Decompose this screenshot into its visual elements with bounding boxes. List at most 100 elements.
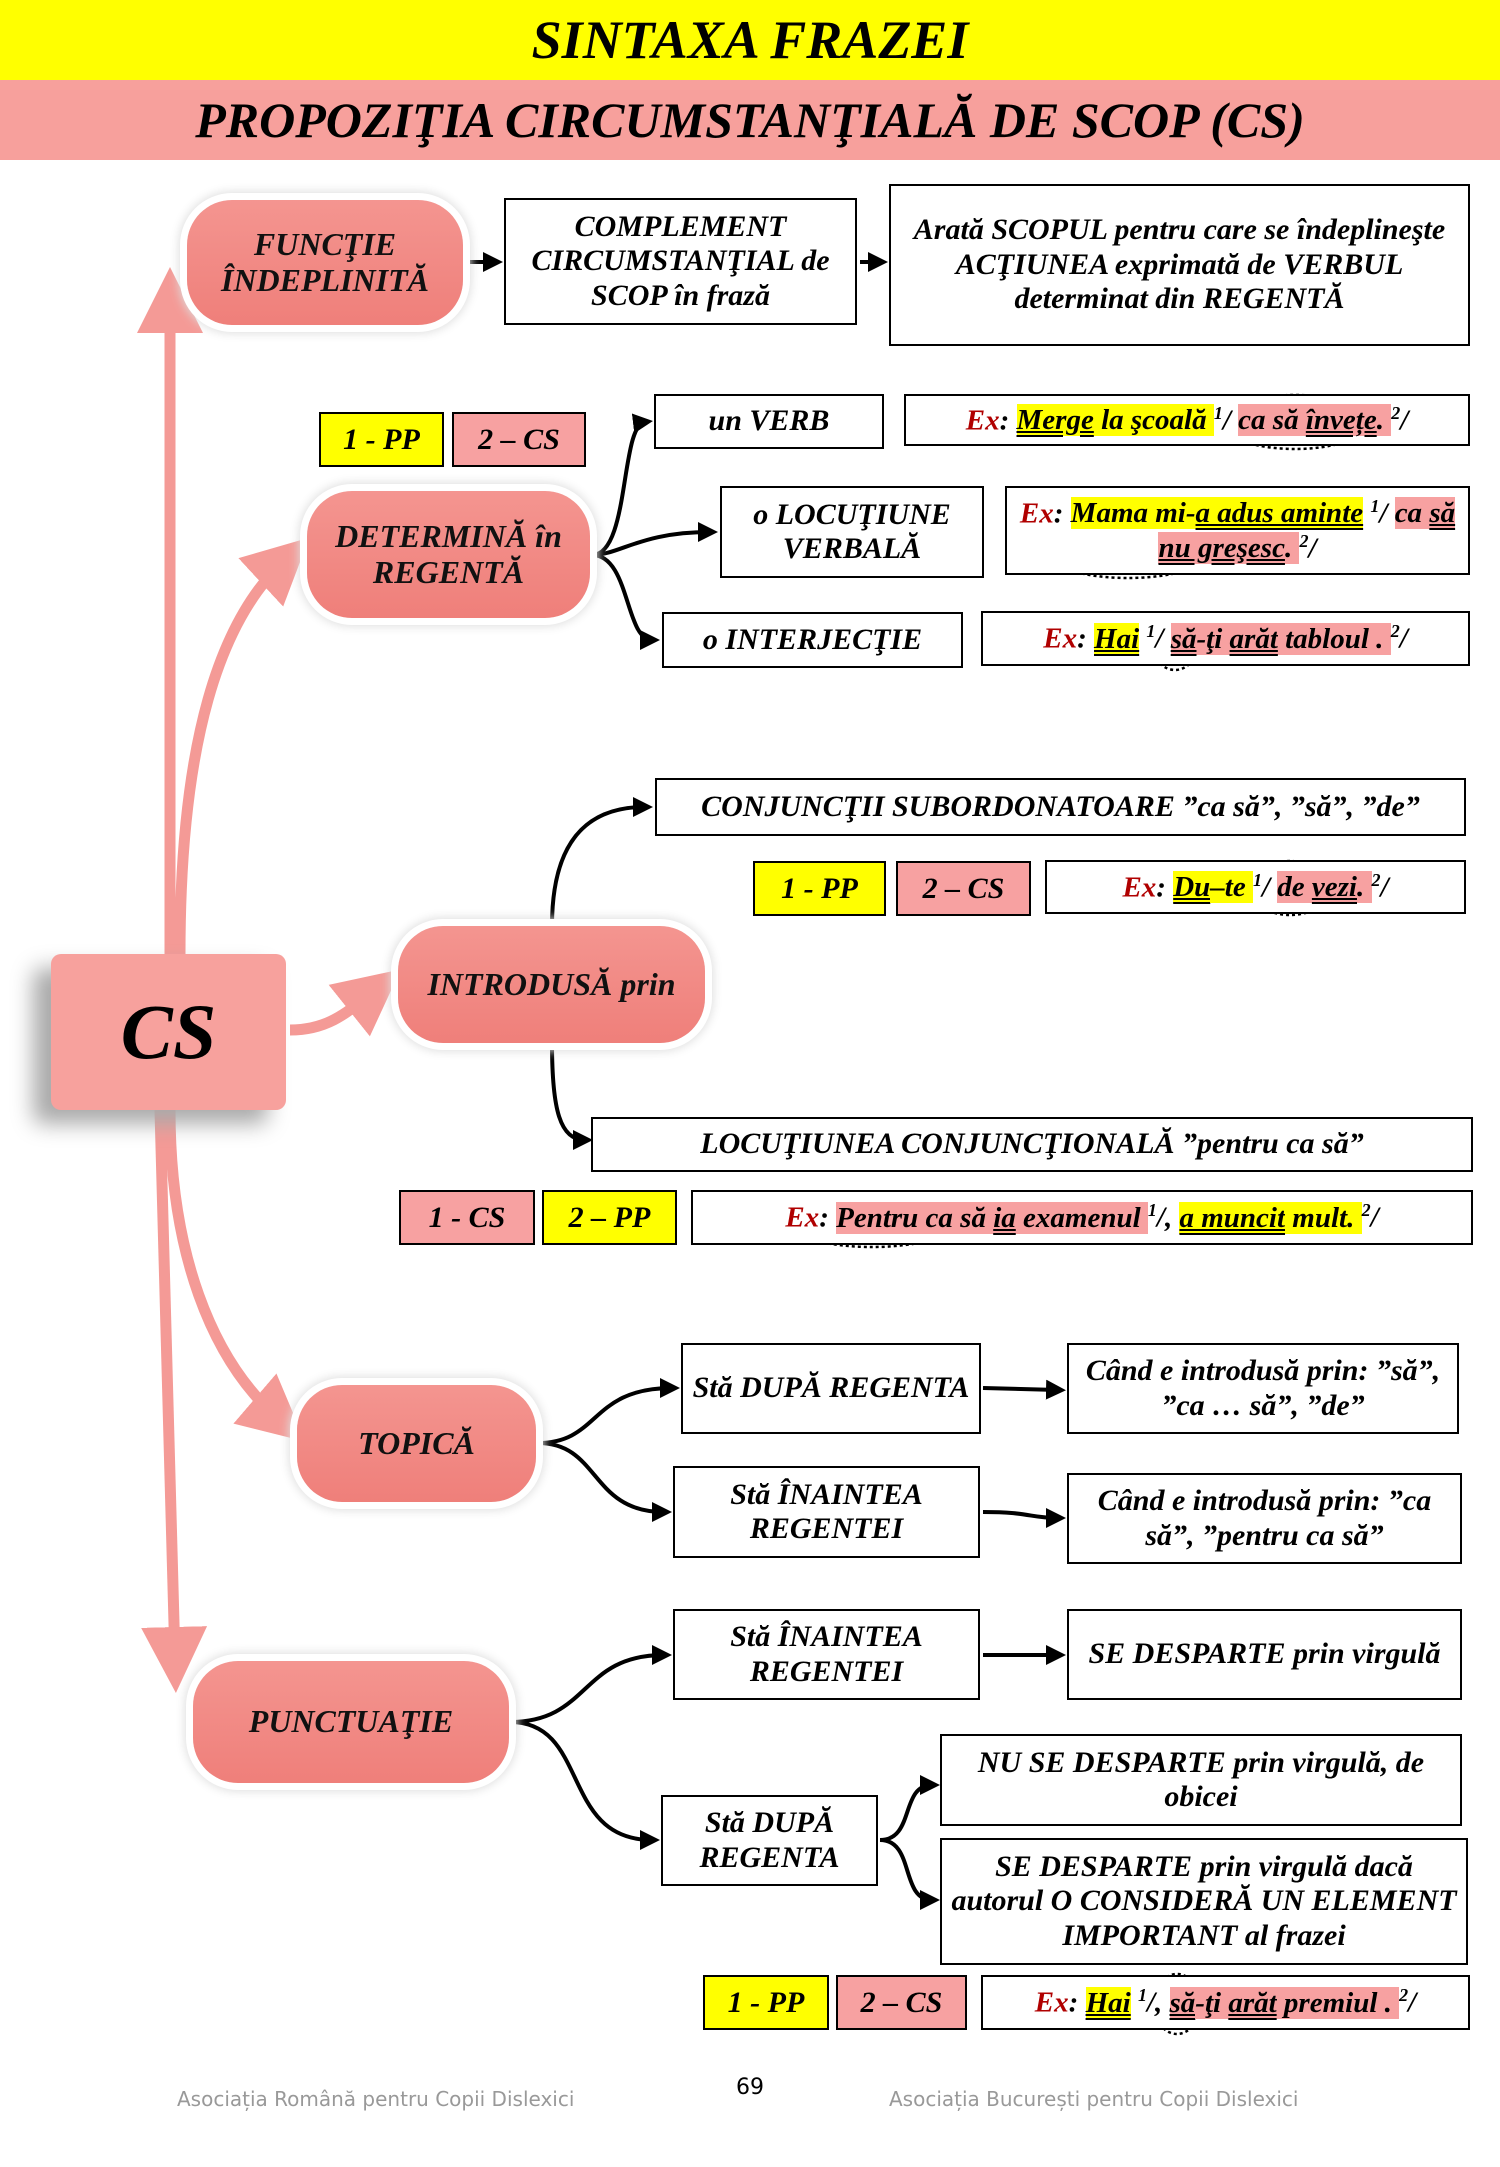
arrow-loc <box>550 1042 593 1150</box>
punct-after-note-2: SE DESPARTE prin virgulă dacă autorul O … <box>940 1838 1468 1965</box>
example-verb: Ex: Merge la şcoală 1/ ca să învețe. 2/ <box>904 394 1470 446</box>
example-segment: să <box>1169 1986 1196 2019</box>
example-segment: . <box>1357 871 1372 904</box>
tag-pp: 1 - PP <box>703 1975 829 2030</box>
example-segment: 1 <box>1252 869 1262 890</box>
example-segment: / <box>1222 404 1239 437</box>
title-bar: SINTAXA FRAZEI <box>0 0 1500 80</box>
subtitle-bar: PROPOZIŢIA CIRCUMSTANŢIALĂ DE SCOP (CS) <box>0 80 1500 160</box>
example-segment: / <box>1399 622 1408 655</box>
determina-node: DETERMINĂ în REGENTĂ <box>307 491 590 618</box>
example-segment: arăt <box>1229 622 1278 655</box>
example-segment: -ţi <box>1196 622 1230 655</box>
arrow-punct-after <box>509 1720 660 1850</box>
example-segment: 1 <box>1146 621 1156 641</box>
arrow-punct-before <box>509 1645 672 1724</box>
example-segment: la şcoală <box>1093 404 1214 437</box>
arrow-interjectie <box>591 553 660 650</box>
arrow-verb <box>591 413 653 557</box>
functie-node: FUNCŢIE ÎNDEPLINITĂ <box>187 200 463 325</box>
example-segment: 2 <box>1361 1200 1371 1220</box>
arrow-nu-sep <box>879 1775 940 1842</box>
example-segment: 1 <box>1213 402 1223 423</box>
arrow-when1 <box>982 1379 1066 1400</box>
example-segment: /, <box>1156 1201 1180 1234</box>
example-segment: / <box>1370 1201 1379 1234</box>
example-segment: / <box>1155 622 1171 655</box>
example-segment: ca să <box>1238 404 1306 437</box>
topica-after-box: Stă DUPĂ REGENTA <box>681 1343 981 1434</box>
example-segment: : <box>1156 871 1174 904</box>
example-segment: / <box>1400 404 1409 437</box>
example-label: Ex <box>1019 497 1054 530</box>
example-segment: / <box>1379 497 1395 530</box>
example-segment: tabloul . <box>1277 622 1391 655</box>
footer-right: Asociația București pentru Copii Dislexi… <box>889 2087 1299 2111</box>
example-locutiune-conj: Ex: Pentru ca să ia examenul 1/, a munci… <box>691 1190 1473 1245</box>
punct-after-box: Stă DUPĂ REGENTA <box>661 1795 878 1886</box>
arrow-to-topica <box>164 1109 306 1442</box>
arrow-topica-after <box>537 1378 680 1445</box>
topica-node: TOPICĂ <box>297 1385 536 1502</box>
example-segment: 1 <box>1137 1985 1147 2005</box>
punctuatie-node: PUNCTUAŢIE <box>193 1661 509 1783</box>
tag-pp: 1 - PP <box>753 861 886 916</box>
conjunctii-box: CONJUNCŢII SUBORDONATOARE ”ca să”, ”să”,… <box>655 778 1466 836</box>
topica-before-note: Când e introdusă prin: ”ca să”, ”pentru … <box>1067 1473 1462 1564</box>
example-segment: ia <box>993 1201 1016 1234</box>
introdusa-node: INTRODUSĂ prin <box>398 926 705 1043</box>
arrow-to-punctuatie <box>141 1109 208 1693</box>
topica-before-box: Stă ÎNAINTEA REGENTEI <box>673 1466 980 1558</box>
punct-before-note: SE DESPARTE prin virgulă <box>1067 1609 1462 1700</box>
example-segment: 2 <box>1399 1985 1409 2005</box>
example-label: Ex <box>1034 1986 1069 2019</box>
example-punctuatie: Ex: Hai 1/, să-ţi arăt premiul . 2/ <box>981 1975 1470 2030</box>
topica-after-note: Când e introdusă prin: ”să”, ”ca … să”, … <box>1067 1343 1459 1434</box>
example-segment: 2 <box>1391 402 1401 423</box>
example-segment: : <box>1053 497 1071 530</box>
footer-left: Asociația Română pentru Copii Dislexici <box>177 2087 575 2111</box>
example-text: Ex: Mama mi-a adus aminte 1/ ca să nu gr… <box>1015 496 1460 566</box>
example-interjectie: Ex: Hai 1/ să-ţi arăt tabloul . 2/ <box>981 611 1470 666</box>
example-segment: să <box>1170 622 1197 655</box>
arrow-when2 <box>982 1507 1066 1528</box>
example-locutiune: Ex: Mama mi-a adus aminte 1/ ca să nu gr… <box>1005 486 1470 575</box>
example-segment: 2 <box>1371 869 1381 890</box>
arrow-to-introdusa <box>289 969 401 1037</box>
example-text: Ex: Hai 1/ să-ţi arăt tabloul . 2/ <box>1043 621 1408 656</box>
interjectie-box: o INTERJECŢIE <box>662 612 963 668</box>
example-segment: a muncit <box>1179 1201 1286 1234</box>
tag-cs: 2 – CS <box>896 861 1031 916</box>
tag-pp: 2 – PP <box>542 1190 677 1245</box>
tag-cs: 1 - CS <box>399 1190 535 1245</box>
example-segment: . <box>1376 404 1392 437</box>
cs-center-node: CS <box>51 954 286 1110</box>
example-label: Ex <box>1043 622 1078 655</box>
locutiune-box: o LOCUŢIUNE VERBALĂ <box>720 486 984 578</box>
example-conjunctii: Ex: Du–te 1/ de vezi. 2/ <box>1045 860 1466 914</box>
tag-pp: 1 - PP <box>319 412 444 467</box>
arrow-to-determina <box>174 537 310 955</box>
example-text: Ex: Pentru ca să ia examenul 1/, a munci… <box>785 1200 1379 1235</box>
tag-cs: 2 – CS <box>836 1975 967 2030</box>
example-label: Ex <box>1122 871 1157 904</box>
example-segment: premiul . <box>1276 1986 1400 2019</box>
arrow-locutiune <box>591 522 718 557</box>
example-segment: 2 <box>1299 530 1309 551</box>
example-segment: Merge <box>1016 404 1094 437</box>
functie-description: Arată SCOPUL pentru care se îndeplineşte… <box>889 184 1470 346</box>
example-segment: Du <box>1173 871 1211 904</box>
example-segment: învețe <box>1305 404 1377 437</box>
example-segment: Hai <box>1085 1986 1131 2019</box>
example-text: Ex: Du–te 1/ de vezi. 2/ <box>1122 869 1389 905</box>
example-segment: / <box>1261 871 1278 904</box>
example-segment: Pentru ca să <box>836 1201 994 1234</box>
punct-after-note-1: NU SE DESPARTE prin virgulă, de obicei <box>940 1734 1462 1826</box>
example-segment: Hai <box>1094 622 1140 655</box>
example-label: Ex <box>785 1201 820 1234</box>
example-segment: vezi <box>1311 871 1357 904</box>
tag-cs: 2 – CS <box>452 412 586 467</box>
example-segment: de <box>1277 871 1312 904</box>
example-segment: : <box>999 404 1017 437</box>
example-segment: / <box>1408 1986 1417 2019</box>
